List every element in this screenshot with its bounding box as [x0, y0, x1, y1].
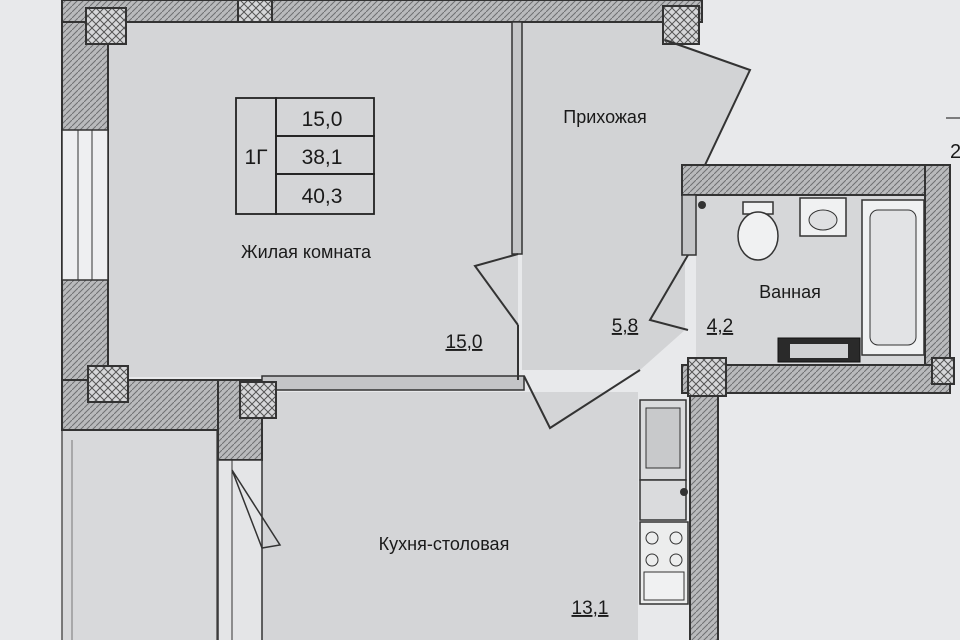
wall-top	[61, 0, 703, 23]
balcony	[61, 429, 218, 640]
hall-floor	[522, 22, 750, 370]
hall-name: Прихожая	[563, 107, 646, 127]
kitchen-name: Кухня-столовая	[379, 534, 510, 554]
partition-kitchen	[261, 375, 525, 391]
fridge	[645, 407, 681, 469]
living-door-swing	[473, 253, 519, 326]
column-mid	[239, 381, 277, 419]
column-right	[931, 357, 955, 385]
balcony-door-leaf	[231, 469, 282, 549]
kitchen-door-swing	[523, 369, 641, 430]
table-cell-total-balcony	[275, 173, 375, 215]
wall-right-lower	[689, 392, 719, 640]
total-area-value: 38,1	[302, 146, 343, 169]
bath-door-swing	[648, 254, 689, 331]
kitchen-sink	[643, 571, 685, 601]
column-top-right	[662, 5, 700, 45]
burner	[669, 553, 683, 567]
toilet-bowl	[737, 211, 779, 261]
drain-icon	[698, 201, 706, 209]
area-table: 1Г 15,0 38,1 40,3	[235, 97, 375, 215]
sink-basin	[808, 209, 838, 231]
column-top-left	[85, 7, 127, 45]
total-area-balcony-value: 40,3	[302, 185, 343, 208]
balcony-door-frame	[217, 459, 263, 640]
living-area-value: 15,0	[302, 108, 343, 131]
cut-off-label: 2	[950, 141, 960, 163]
entrance-door-swing	[664, 39, 752, 166]
burner	[645, 553, 659, 567]
living-room-area: 15,0	[446, 332, 483, 353]
column-mid-right	[687, 357, 727, 397]
apartment-type: 1Г	[244, 146, 267, 169]
wall-bath-top	[681, 164, 951, 196]
living-room-name: Жилая комната	[241, 242, 372, 262]
column-mid-left	[87, 365, 129, 403]
bathtub-inner	[869, 209, 917, 346]
kitchen-floor	[262, 392, 638, 640]
washing-machine-top	[790, 344, 848, 358]
window-left	[61, 129, 109, 281]
column-top-mid	[237, 0, 273, 23]
burner	[669, 531, 683, 545]
burner	[645, 531, 659, 545]
hall-area: 5,8	[612, 316, 638, 337]
living-room-floor	[108, 22, 518, 377]
wall-bath-right	[924, 164, 951, 391]
partition-living-hall	[511, 21, 523, 255]
kitchen-counter	[639, 479, 687, 521]
bathroom-area: 4,2	[707, 316, 733, 337]
riser-icon	[680, 488, 688, 496]
kitchen-area: 13,1	[572, 598, 609, 619]
partition-bath	[681, 194, 697, 256]
bathroom-name: Ванная	[759, 282, 821, 302]
